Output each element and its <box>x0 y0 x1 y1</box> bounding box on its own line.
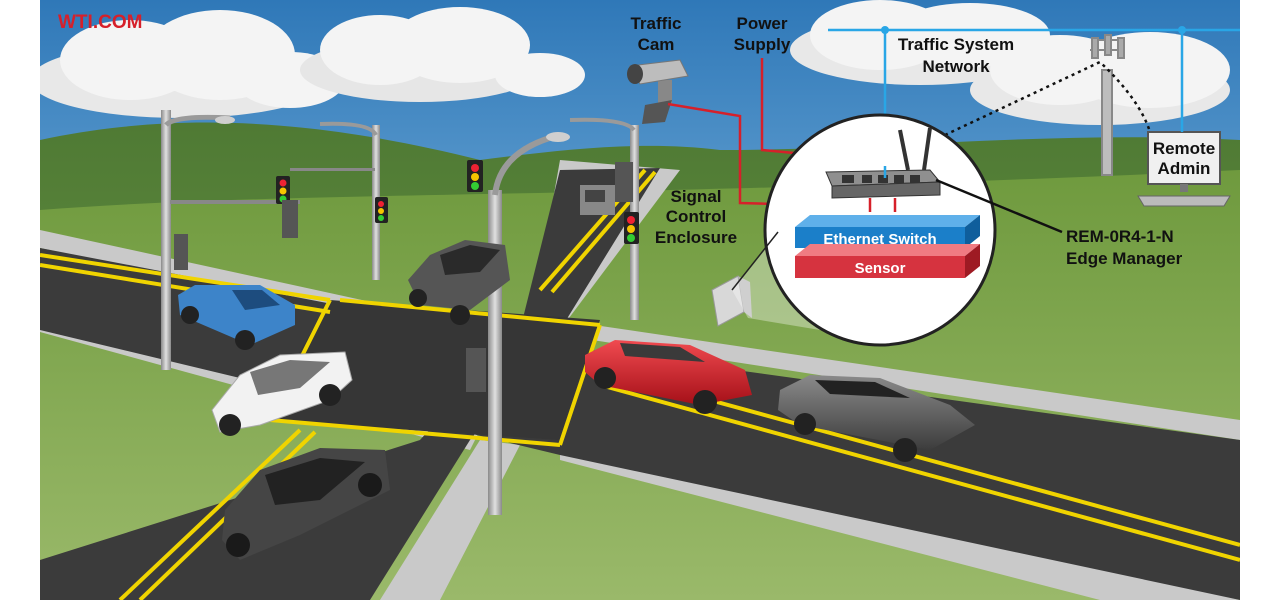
zoom-circle <box>732 113 997 347</box>
car-icon <box>211 351 353 436</box>
edge-manager-pointer <box>935 178 1063 234</box>
cell-tower-icon <box>1090 34 1125 176</box>
label-enclosure-line3: Enclosure <box>655 228 737 247</box>
intersection <box>260 300 600 440</box>
label-network-line2: Network <box>922 57 990 76</box>
car-icon <box>408 240 510 325</box>
signal-back <box>466 348 486 392</box>
traffic-light-icon <box>624 212 639 244</box>
signal-back <box>615 162 633 202</box>
signal-back <box>282 200 298 238</box>
traffic-light-icon <box>467 160 483 192</box>
label-power-supply-line1: Power <box>736 14 787 33</box>
traffic-camera-icon <box>627 59 689 124</box>
traffic-light-icon <box>375 197 388 223</box>
label-traffic-cam-line2: Cam <box>638 35 675 54</box>
enclosure-pointer <box>731 231 779 291</box>
label-enclosure-line1: Signal <box>670 187 721 206</box>
label-remote-admin-line2: Admin <box>1158 159 1211 178</box>
network-nodes <box>881 26 1186 34</box>
traffic-light-icon <box>276 176 290 204</box>
label-edge-manager-line2: Edge Manager <box>1066 249 1183 268</box>
car-icon <box>222 448 390 560</box>
clouds <box>40 0 1230 125</box>
car-icon <box>178 285 295 350</box>
logo: WTI.COM <box>58 12 142 33</box>
car-icon <box>585 340 752 414</box>
ethernet-switch-box <box>795 215 980 248</box>
label-remote-admin-line1: Remote <box>1153 139 1215 158</box>
signal-control-enclosure <box>711 275 752 327</box>
label-network-line1: Traffic System <box>898 35 1014 54</box>
street-lamp-icon <box>161 110 300 370</box>
sensor-box <box>795 244 980 278</box>
router-icon <box>825 127 942 199</box>
label-traffic-cam-line1: Traffic <box>630 14 681 33</box>
scene <box>40 0 1240 600</box>
label-enclosure-line2: Control <box>666 207 726 226</box>
signal-back <box>174 234 188 270</box>
label-edge-manager-line1: REM-0R4-1-N <box>1066 227 1174 246</box>
label-ethernet-switch: Ethernet Switch <box>823 231 936 248</box>
label-power-supply-line2: Supply <box>734 35 791 54</box>
computer-icon <box>1137 131 1231 207</box>
truck-icon <box>580 185 615 215</box>
label-sensor: Sensor <box>855 260 906 277</box>
car-icon <box>778 375 975 462</box>
